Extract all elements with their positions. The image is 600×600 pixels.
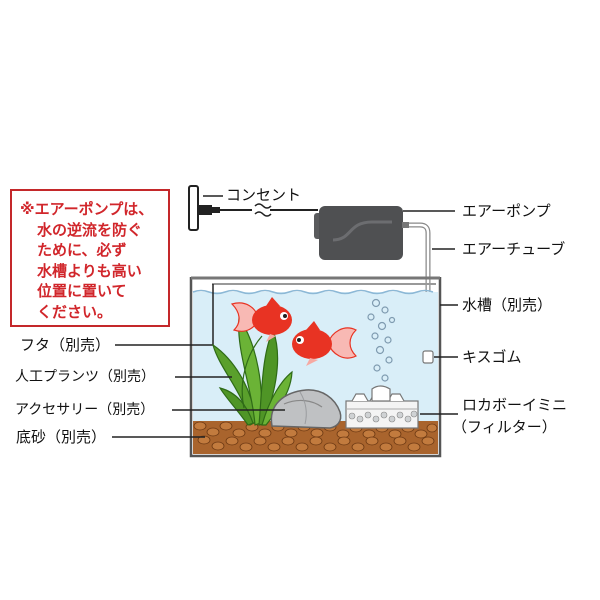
air-bubbles (367, 298, 396, 382)
rock-accessory (270, 389, 342, 429)
label-accessory: アクセサリー（別売） (15, 402, 155, 418)
label-outlet: コンセント (226, 186, 302, 204)
artificial-plant (211, 316, 293, 426)
filter-unit (345, 385, 419, 429)
note-line: ※エアーポンプは、 (20, 200, 154, 218)
label-gravel: 底砂（別売） (16, 428, 107, 446)
note-line: 位置に置いて (37, 282, 127, 300)
note-line: 水の逆流を防ぐ (37, 220, 143, 239)
label-air-pump: エアーポンプ (462, 202, 551, 220)
label-filter-name: ロカボーイミニ (462, 396, 568, 414)
goldfish-1 (230, 297, 292, 342)
label-filter-type: （フィルター） (452, 418, 557, 436)
note-line: ください。 (37, 302, 113, 321)
label-tank: 水槽（別売） (462, 296, 553, 314)
suction-cup (422, 350, 434, 364)
label-lid: フタ（別売） (20, 336, 111, 354)
note-line: 水槽よりも高い (37, 261, 142, 280)
warning-note: ※エアーポンプは、 水の逆流を防ぐ ために、必ず 水槽よりも高い 位置に置いて … (10, 189, 170, 327)
label-air-tube: エアーチューブ (462, 240, 566, 258)
wall-outlet-plug (188, 185, 220, 231)
label-plants: 人工プランツ（別売） (15, 369, 155, 385)
air-pump (314, 206, 409, 260)
label-suction-cup: キスゴム (462, 348, 522, 366)
goldfish-2 (292, 321, 358, 366)
cord-break-mark (254, 203, 272, 217)
note-line: ために、必ず (37, 241, 127, 259)
